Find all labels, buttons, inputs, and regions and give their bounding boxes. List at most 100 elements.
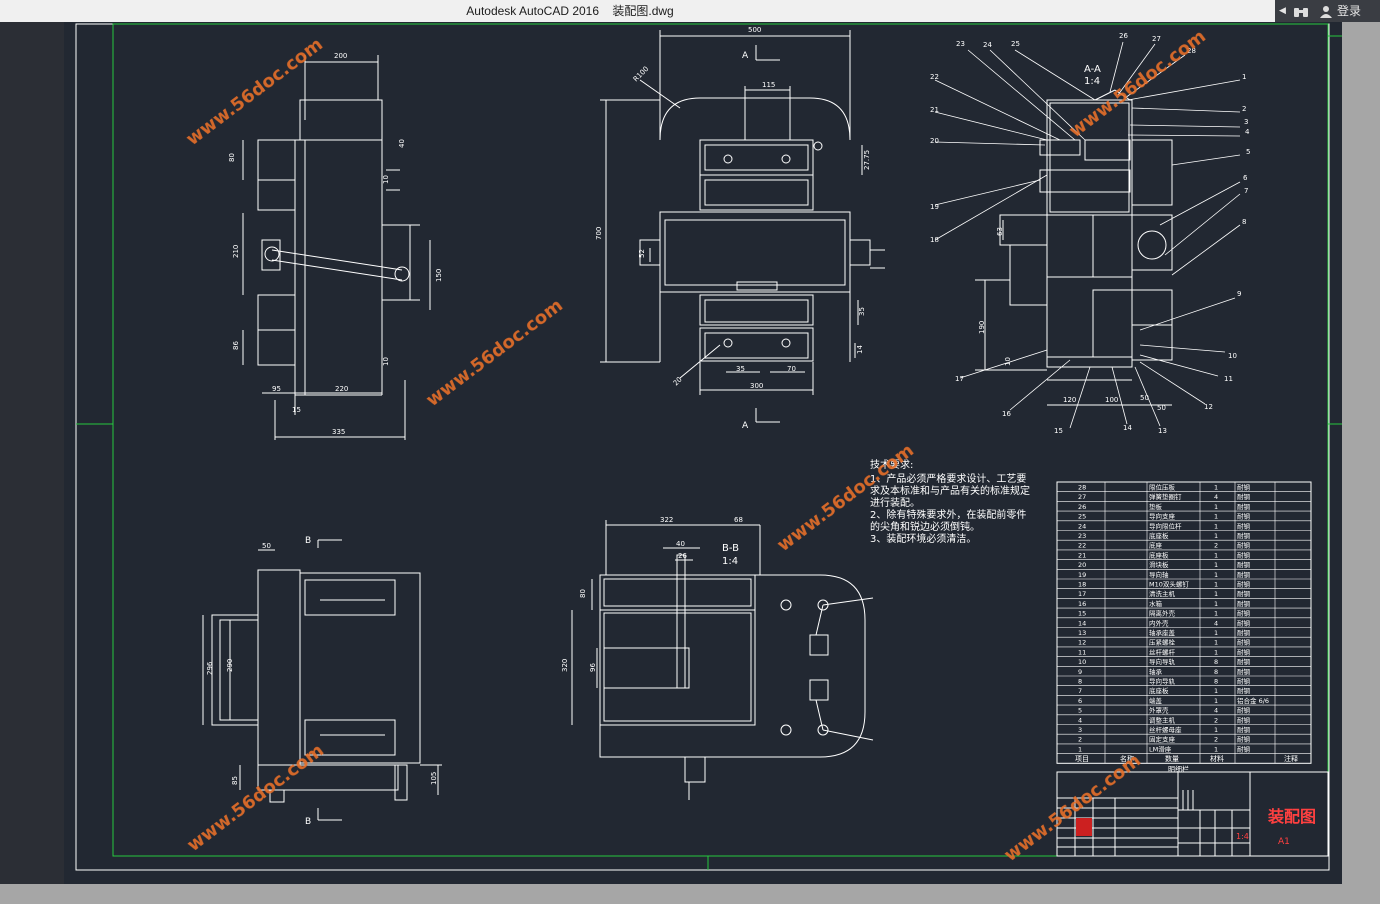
bom-header-cell: 项目: [1075, 755, 1089, 763]
bom-cell: 1: [1214, 551, 1218, 559]
svg-text:500: 500: [748, 26, 761, 34]
svg-text:19: 19: [930, 203, 939, 211]
bom-cell: 压紧螺栓: [1149, 638, 1176, 647]
svg-text:2、除有特殊要求外，在装配前零件: 2、除有特殊要求外，在装配前零件: [870, 508, 1026, 521]
svg-text:A: A: [742, 51, 749, 61]
bom-cell: 垫板: [1149, 502, 1163, 511]
bom-cell: 耐钢: [1237, 600, 1251, 608]
svg-text:6: 6: [1243, 174, 1248, 182]
bom-cell: 1: [1214, 745, 1218, 753]
svg-text:28: 28: [1187, 47, 1196, 55]
bom-cell: 1: [1214, 561, 1218, 569]
binoculars-icon[interactable]: [1293, 0, 1309, 22]
bom-cell: 6: [1078, 697, 1082, 705]
right-scroll-area[interactable]: [1342, 22, 1380, 904]
svg-text:96: 96: [589, 663, 597, 672]
bom-cell: 16: [1078, 600, 1086, 608]
svg-text:10: 10: [1228, 352, 1237, 360]
bom-cell: 耐钢: [1237, 561, 1251, 569]
bom-cell: 耐钢: [1237, 716, 1251, 724]
svg-text:80: 80: [228, 153, 236, 162]
bom-cell: 1: [1214, 513, 1218, 521]
bom-cell: 耐钢: [1237, 678, 1251, 686]
svg-text:27.75: 27.75: [863, 150, 871, 170]
svg-text:120: 120: [1063, 396, 1076, 404]
svg-text:68: 68: [734, 516, 743, 524]
bom-cell: 导向导轨: [1149, 657, 1176, 666]
svg-text:50: 50: [1140, 394, 1149, 402]
svg-text:求及本标准和与产品有关的标准规定: 求及本标准和与产品有关的标准规定: [870, 484, 1030, 497]
bom-cell: 耐钢: [1237, 668, 1251, 676]
bom-cell: 2: [1214, 542, 1218, 550]
svg-text:B-B: B-B: [722, 543, 739, 554]
svg-text:4: 4: [1245, 128, 1250, 136]
bom-cell: 铝合金 6/6: [1237, 696, 1269, 705]
bom-cell: 19: [1078, 571, 1086, 579]
svg-text:1: 1: [1242, 73, 1246, 81]
technical-notes: 技术要求: 1、产品必须严格要求设计、工艺要 求及本标准和与产品有关的标准规定 …: [870, 458, 1030, 545]
svg-text:290: 290: [226, 659, 234, 672]
svg-text:40: 40: [398, 139, 406, 148]
svg-text:335: 335: [332, 428, 345, 436]
bom-cell: 11: [1078, 648, 1086, 656]
login-button[interactable]: 登录: [1337, 4, 1362, 18]
bom-cell: 22: [1078, 542, 1086, 550]
user-icon[interactable]: [1319, 0, 1333, 22]
drawing-scale: 1:4: [1236, 832, 1249, 841]
bom-cell: 28: [1078, 484, 1086, 492]
bom-cell: 24: [1078, 522, 1086, 530]
bom-header-cell: 数量: [1165, 754, 1179, 763]
svg-text:150: 150: [435, 269, 443, 282]
bom-cell: 导向轴: [1149, 570, 1169, 579]
bom-cell: 耐钢: [1237, 571, 1251, 579]
svg-text:25: 25: [1011, 40, 1020, 48]
bom-cell: 18: [1078, 581, 1086, 589]
svg-text:80: 80: [579, 589, 587, 598]
aa-section-view: [975, 89, 1173, 406]
drawing-canvas[interactable]: 200 80 40 10 210 150 86 10 95 220 15 335: [64, 22, 1342, 884]
svg-text:7: 7: [1244, 187, 1248, 195]
svg-text:2: 2: [1242, 105, 1246, 113]
red-stamp-mark: [1076, 818, 1092, 836]
bom-cell: 23: [1078, 532, 1086, 540]
watermarks: www.56doc.com www.56doc.com www.56doc.co…: [182, 26, 1210, 866]
svg-text:12: 12: [1204, 403, 1213, 411]
bom-cell: 固定支座: [1149, 735, 1176, 744]
title-block-text: 装配图 A1 1:4: [1076, 807, 1316, 847]
bom-cell: 8: [1078, 678, 1082, 686]
svg-text:的尖角和锐边必须倒钝。: 的尖角和锐边必须倒钝。: [870, 520, 980, 533]
bom-cell: 1: [1214, 581, 1218, 589]
bom-cell: 耐钢: [1237, 522, 1251, 530]
bom-cell: 7: [1078, 687, 1082, 695]
svg-text:70: 70: [787, 365, 796, 373]
bom-cell: 耐钢: [1237, 551, 1251, 559]
sheet-size: A1: [1278, 837, 1290, 847]
svg-text:11: 11: [1224, 375, 1233, 383]
svg-text:22: 22: [930, 73, 939, 81]
bottom-scroll-area[interactable]: [0, 884, 1342, 904]
svg-text:1:4: 1:4: [1084, 76, 1100, 87]
bom-cell: 4: [1078, 716, 1082, 724]
svg-text:16: 16: [1002, 410, 1011, 418]
bom-cell: 2: [1214, 716, 1218, 724]
bom-cell: 底座: [1149, 541, 1163, 550]
svg-text:B: B: [305, 817, 311, 827]
svg-text:220: 220: [335, 385, 348, 393]
svg-text:700: 700: [595, 227, 603, 240]
triangle-left-icon[interactable]: ◀: [1279, 6, 1286, 16]
left-margin: [0, 22, 64, 884]
bom-cell: 丝杆螺杆: [1149, 647, 1176, 656]
svg-text:10: 10: [1004, 357, 1012, 366]
app-title: Autodesk AutoCAD 2016: [466, 4, 600, 18]
bom-cell: 轴承座盖: [1149, 628, 1176, 637]
